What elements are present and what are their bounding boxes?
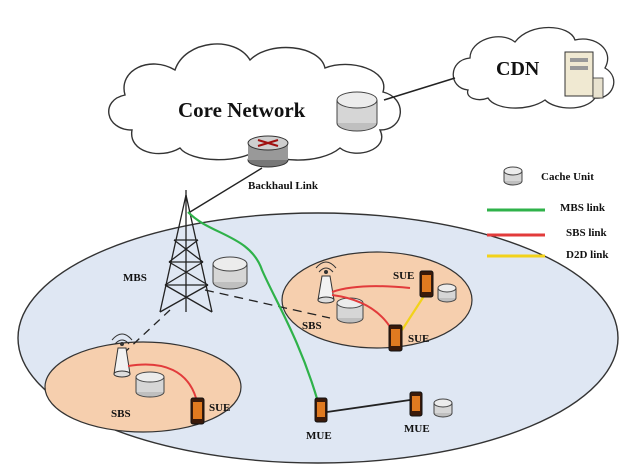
core-network-cloud [108, 43, 401, 161]
sbs-left-label: SBS [111, 408, 131, 420]
mbs-sbs-left-dashed [124, 309, 171, 353]
sbs-right-icon [315, 261, 337, 304]
core-network-label: Core Network [178, 98, 306, 122]
legend-d2d-label: D2D link [566, 249, 609, 261]
mbs-cache-icon [212, 256, 248, 290]
d2d-link-line [401, 295, 425, 331]
mbs-sbs-right-dashed [204, 289, 331, 319]
sue-right-top-label: SUE [393, 270, 415, 282]
cdn-label: CDN [496, 58, 540, 80]
mue-right-cache-icon [433, 398, 453, 418]
sbs-right-label: SBS [302, 320, 322, 332]
sue-right-bottom-label: SUE [408, 333, 430, 345]
mbs-tower-icon [159, 190, 213, 313]
legend-cache-icon [503, 166, 523, 186]
sue-left-label: SUE [209, 402, 231, 414]
backhaul-label: Backhaul Link [248, 180, 319, 192]
backhaul-line [189, 167, 263, 213]
core-cdn-link [383, 77, 456, 101]
mue-left-phone-icon [314, 397, 328, 423]
sue-left-phone-icon [190, 397, 205, 425]
server-icon [564, 51, 604, 99]
mue-right-label: MUE [404, 423, 430, 435]
legend-cache-label: Cache Unit [541, 171, 594, 183]
router-icon [247, 135, 289, 168]
sue-right-cache-icon [437, 283, 457, 303]
legend-sbs-label: SBS link [566, 227, 607, 239]
legend-mbs-label: MBS link [560, 202, 605, 214]
sbs-left-link [127, 363, 197, 399]
mue-link-line [326, 399, 411, 413]
mbs-label: MBS [123, 272, 147, 284]
sbs-right-link-top [331, 285, 411, 293]
mue-right-phone-icon [409, 391, 423, 417]
sbs-left-icon [111, 333, 133, 378]
core-cache-icon [336, 91, 378, 132]
sue-right-bottom-phone-icon [388, 324, 403, 352]
sbs-left-cache-icon [135, 371, 165, 398]
mbs-link-line [187, 211, 320, 403]
mue-left-label: MUE [306, 430, 332, 442]
sue-right-top-phone-icon [419, 270, 434, 298]
